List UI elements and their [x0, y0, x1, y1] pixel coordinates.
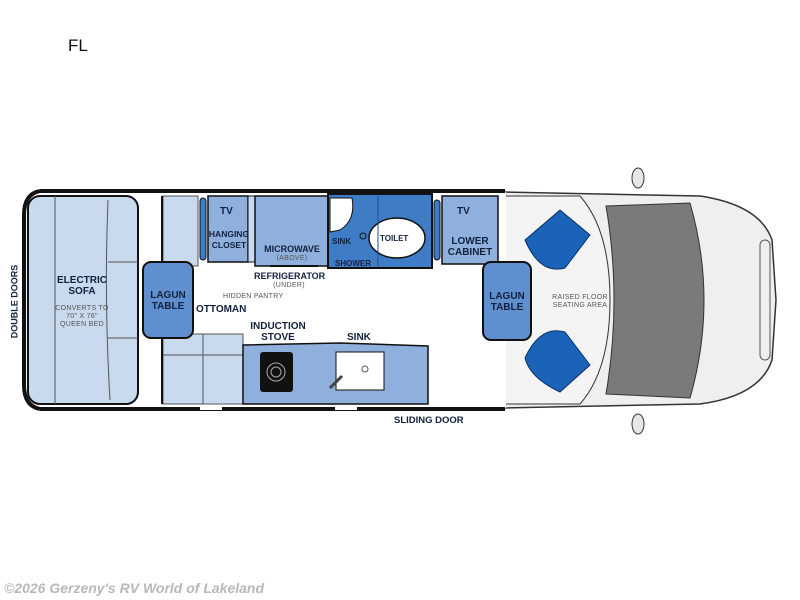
cab-body	[499, 167, 777, 435]
copyright-watermark: ©2026 Gerzeny's RV World of Lakeland	[4, 580, 265, 596]
hanging-closet-label: HANGING CLOSET	[208, 229, 250, 251]
bath-sink-label: SINK	[332, 237, 352, 246]
lower-cabinet-line2: CABINET	[447, 247, 493, 258]
raised-floor-line2: SEATING AREA	[552, 302, 608, 309]
sofa-note-line3: QUEEN BED	[60, 321, 104, 328]
front-lagun-table-label: LAGUN TABLE	[483, 291, 531, 313]
induction-stove-line2: STOVE	[261, 332, 295, 343]
cab-seat-driver	[524, 209, 591, 270]
rear-lagun-line2: TABLE	[151, 301, 185, 312]
sliding-door-label: SLIDING DOOR	[394, 415, 464, 426]
hanging-closet-line1: HANGING	[208, 229, 250, 239]
induction-stove-label: INDUCTION STOVE	[240, 321, 316, 343]
kitchen-sink-label: SINK	[347, 332, 371, 343]
refrigerator-note: (UNDER)	[273, 282, 305, 289]
cab-seat-passenger	[524, 330, 591, 393]
lower-cabinet-label: LOWER CABINET	[444, 236, 496, 258]
electric-sofa-line1: ELECTRIC	[57, 275, 107, 286]
raised-floor-label: RAISED FLOOR SEATING AREA	[545, 294, 615, 310]
floorplan-title: FL	[68, 36, 88, 55]
front-lagun-line2: TABLE	[490, 302, 524, 313]
hanging-closet-line2: CLOSET	[211, 240, 247, 250]
electric-sofa-label: ELECTRIC SOFA	[55, 275, 109, 297]
double-doors-label: DOUBLE DOORS	[9, 264, 20, 339]
sofa-converts-note: CONVERTS TO 70" X 76" QUEEN BED	[52, 305, 112, 329]
refrigerator-label: REFRIGERATOR	[254, 271, 326, 281]
ottoman-label: OTTOMAN	[196, 304, 247, 315]
rear-lagun-line1: LAGUN	[150, 290, 186, 301]
rear-tv-label: TV	[220, 206, 233, 217]
microwave-note: (ABOVE)	[276, 255, 308, 262]
lower-cabinet-line1: LOWER	[451, 236, 489, 247]
front-tv-label: TV	[457, 206, 470, 217]
rear-lagun-table-label: LAGUN TABLE	[143, 290, 193, 312]
sofa-note-line2: 70" X 76"	[66, 313, 98, 320]
raised-floor-line1: RAISED FLOOR	[552, 294, 608, 301]
shower-label: SHOWER	[335, 259, 371, 268]
induction-stove-line1: INDUCTION	[250, 321, 306, 332]
hidden-pantry-label: HIDDEN PANTRY	[223, 293, 284, 300]
microwave-label: MICROWAVE	[264, 244, 320, 254]
electric-sofa-line2: SOFA	[68, 286, 96, 297]
sofa-note-line1: CONVERTS TO	[55, 305, 109, 312]
toilet-label: TOILET	[380, 234, 409, 243]
front-lagun-line1: LAGUN	[489, 291, 525, 302]
